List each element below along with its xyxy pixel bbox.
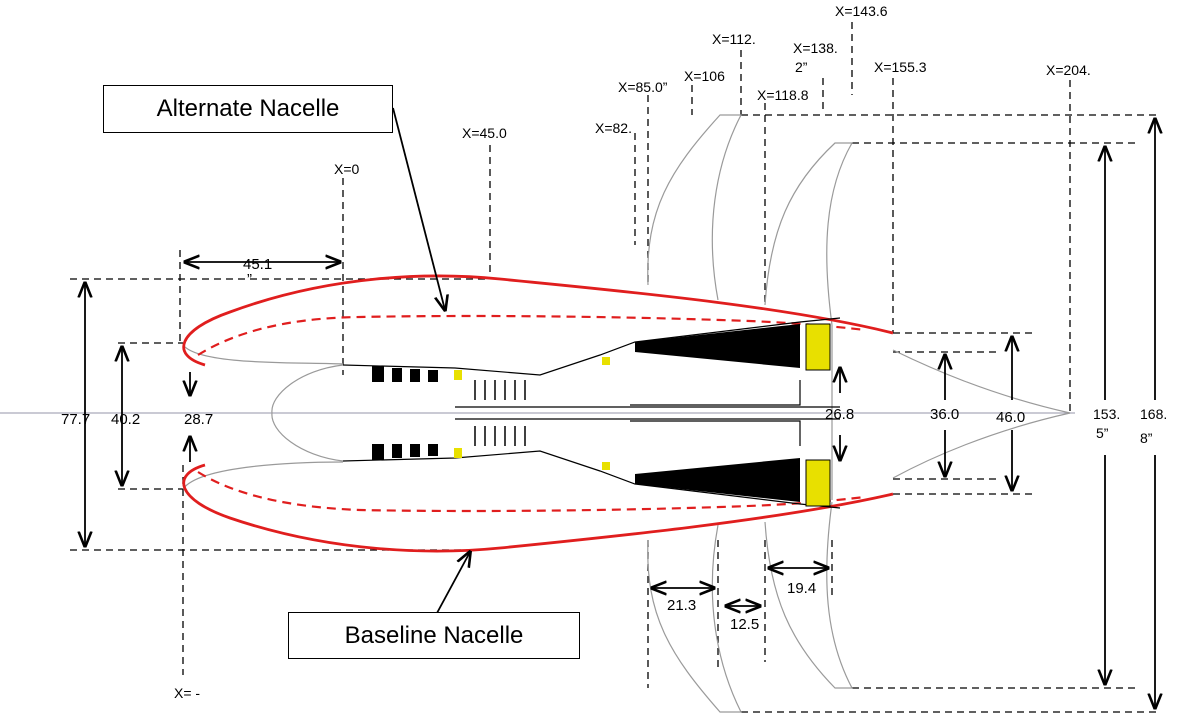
dimension-label: 8” (1140, 430, 1153, 446)
station-label: X=118.8 (757, 87, 809, 103)
station-label: X=106 (684, 68, 725, 84)
station-lines (182, 22, 1071, 688)
dimension-label: 153. (1093, 406, 1121, 422)
station-label: X=85.0” (618, 79, 668, 95)
dimension-label: 77.7 (61, 411, 91, 428)
alternate-nacelle-callout: Alternate Nacelle (103, 85, 393, 133)
dimension-label: 19.4 (787, 580, 817, 597)
station-label: X=155.3 (874, 59, 927, 75)
yellow-hub-upper (805, 323, 831, 371)
yellow-hub-lower (805, 459, 831, 507)
dimension-label: 46.0 (996, 409, 1026, 426)
station-label: X=143.6 (835, 3, 888, 19)
station-label: X=45.0 (462, 125, 507, 141)
baseline-nacelle (182, 274, 894, 553)
dimension-label: ” (247, 271, 252, 288)
station-label: X=112. (712, 31, 756, 47)
station-label: X= - (174, 685, 201, 701)
dimension-label: 21.3 (667, 597, 697, 614)
extension-lines (70, 114, 1160, 713)
dimension-label: 36.0 (930, 406, 960, 423)
station-label: X=204. (1046, 62, 1091, 78)
station-label: X=0 (334, 161, 360, 177)
station-label: X=138. (793, 40, 838, 56)
dimension-label: 168. (1140, 406, 1168, 422)
dimension-label: 26.8 (825, 406, 855, 423)
callout-leaders (392, 107, 470, 614)
baseline-nacelle-callout: Baseline Nacelle (288, 612, 580, 659)
dimension-label: 40.2 (111, 411, 141, 428)
dimension-label: 12.5 (730, 616, 760, 633)
station-label: 2” (795, 59, 808, 75)
station-label: X=82. (595, 120, 632, 136)
dimension-label: 45.1 (243, 256, 273, 273)
dimension-label: 28.7 (184, 411, 214, 428)
dimension-label: 5” (1096, 425, 1109, 441)
dimension-arrows (85, 119, 1155, 708)
engine-core (342, 317, 841, 509)
